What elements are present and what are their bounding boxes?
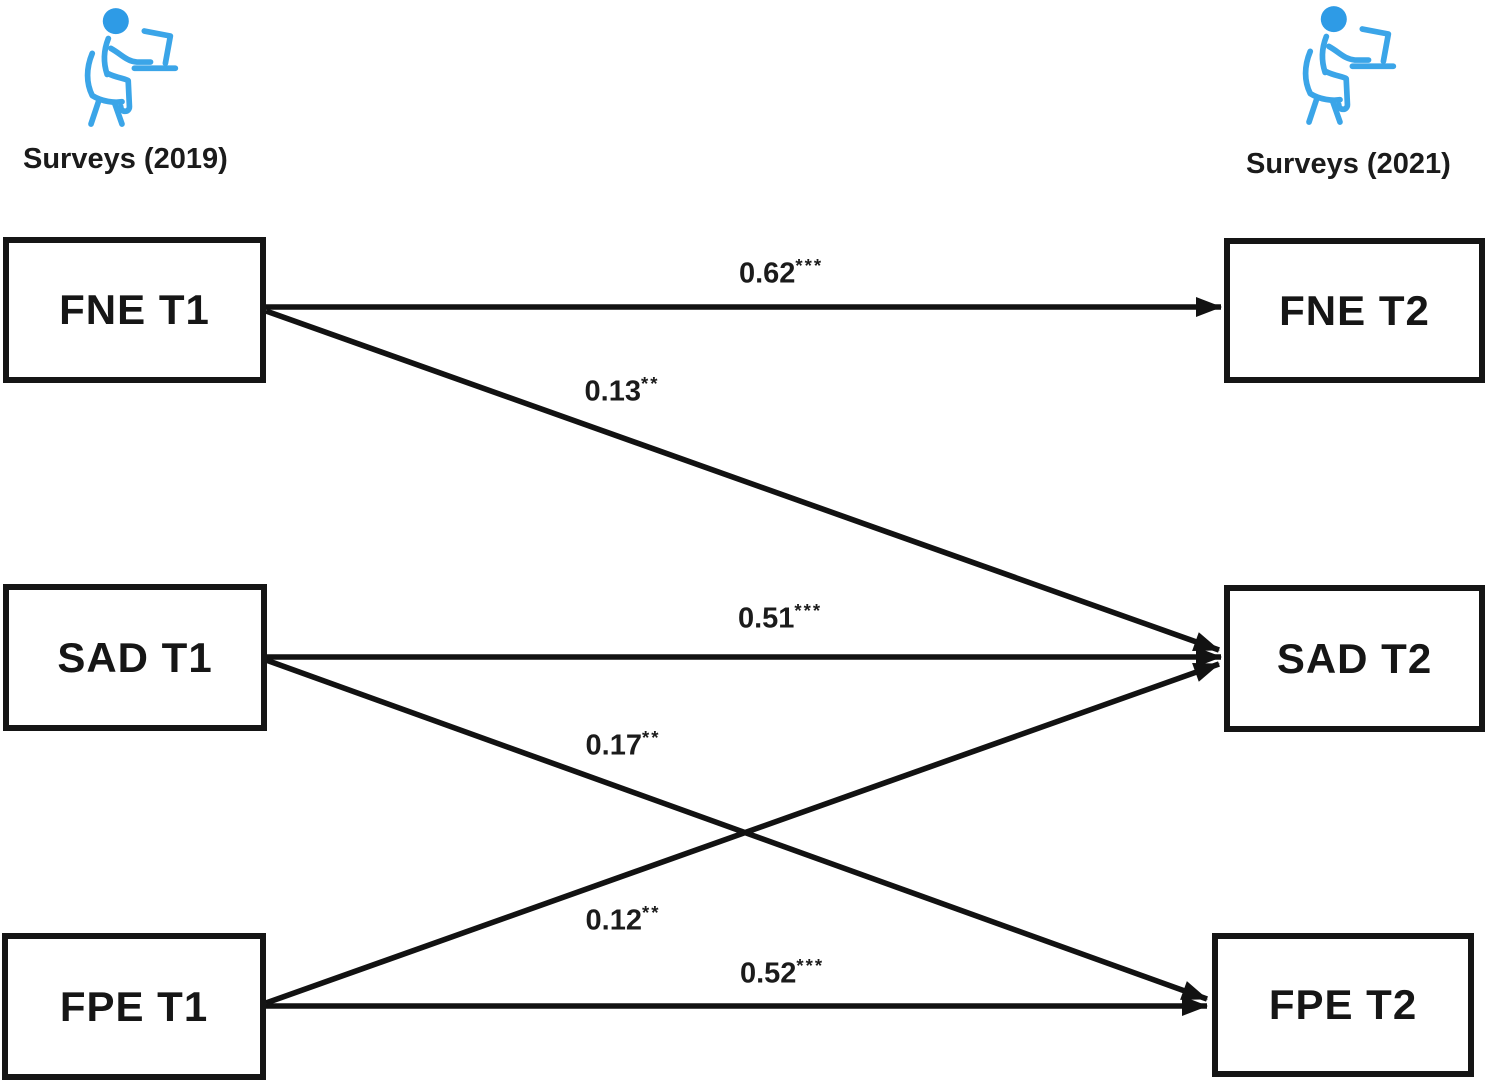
coefficient-sad-t1-to-fpe-t2: 0.17**	[585, 726, 661, 762]
node-label: SAD T2	[1276, 634, 1433, 682]
node-label: FNE T2	[1279, 286, 1430, 334]
coefficient-fne-t1-to-sad-t2: 0.13**	[584, 372, 660, 408]
node-fne-t2: FNE T2	[1224, 238, 1485, 383]
coefficient-fne-t1-to-fne-t2: 0.62***	[738, 254, 824, 290]
node-label: FPE T1	[59, 982, 209, 1030]
node-label: SAD T1	[57, 633, 213, 681]
person-at-laptop-icon	[60, 2, 184, 132]
node-fne-t1: FNE T1	[3, 237, 266, 383]
node-label: FNE T1	[59, 286, 210, 333]
arrow-fne-t1-to-sad-t2	[265, 308, 1220, 653]
arrow-sad-t1-to-fpe-t2	[265, 657, 1208, 1002]
coefficient-fpe-t1-to-sad-t2: 0.12**	[585, 901, 661, 937]
node-fpe-t2: FPE T2	[1212, 933, 1474, 1077]
left-wave-label: Surveys (2019)	[23, 143, 228, 175]
right-wave-label: Surveys (2021)	[1246, 148, 1451, 180]
node-label: FPE T2	[1268, 981, 1418, 1028]
person-at-laptop-icon	[1278, 0, 1402, 130]
node-sad-t1: SAD T1	[3, 584, 267, 731]
coefficient-fpe-t1-to-fpe-t2: 0.52***	[739, 954, 825, 990]
node-fpe-t1: FPE T1	[2, 933, 266, 1080]
coefficient-sad-t1-to-sad-t2: 0.51***	[737, 599, 823, 635]
arrow-fpe-t1-to-sad-t2	[265, 661, 1220, 1006]
node-sad-t2: SAD T2	[1224, 585, 1485, 732]
